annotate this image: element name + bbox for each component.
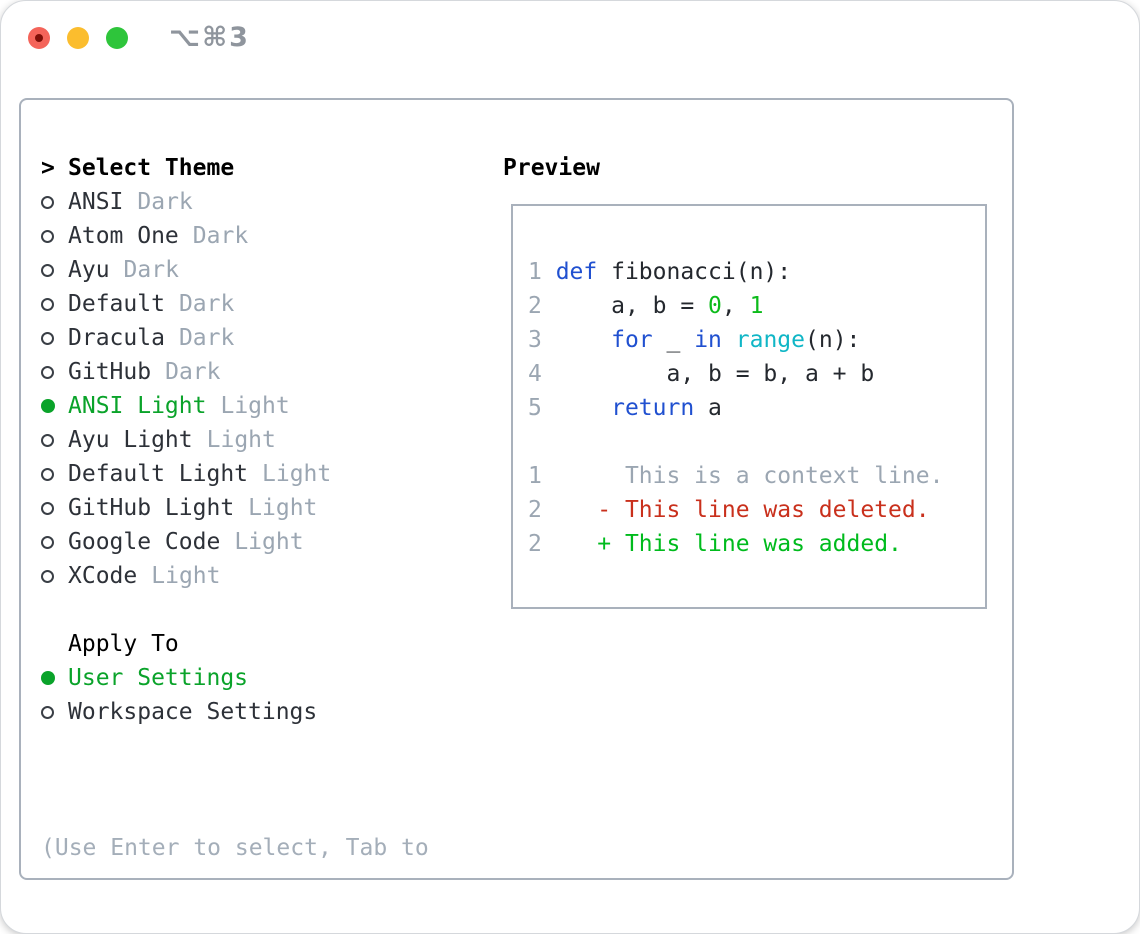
spacer: [41, 593, 429, 627]
option-variant-tag: Dark: [178, 291, 235, 317]
option-label: ANSI: [68, 189, 124, 215]
radio-icon: [41, 559, 68, 593]
apply-option[interactable]: Workspace Settings: [41, 695, 429, 729]
theme-option[interactable]: ANSI Dark: [41, 185, 429, 219]
option-label: Ayu Light: [68, 427, 193, 453]
option-label: ANSI Light: [68, 393, 207, 419]
traffic-lights: [28, 27, 128, 49]
radio-icon: [41, 491, 68, 525]
title-bar: ⌥⌘3: [1, 1, 1139, 75]
apply-to-title: Apply To: [68, 631, 179, 657]
option-label: Workspace Settings: [68, 699, 318, 725]
radio-icon: [41, 321, 68, 355]
option-variant-tag: Light: [220, 393, 290, 419]
empty-marker: [41, 627, 68, 661]
theme-option[interactable]: GitHub Light Light: [41, 491, 429, 525]
code-line: 2 - This line was deleted.: [528, 497, 930, 523]
radio-icon: [41, 287, 68, 321]
radio-icon: [41, 185, 68, 219]
option-label: Atom One: [68, 223, 179, 249]
window-title: ⌥⌘3: [169, 22, 250, 53]
code-line: 5 return a: [528, 395, 722, 421]
theme-option[interactable]: Ayu Light Light: [41, 423, 429, 457]
option-label: Dracula: [68, 325, 165, 351]
code-line: 4 a, b = b, a + b: [528, 361, 875, 387]
option-label: XCode: [68, 563, 138, 589]
option-variant-tag: Dark: [123, 257, 179, 283]
code-line: 2 a, b = 0, 1: [528, 293, 764, 319]
apply-to-header: Apply To: [41, 627, 429, 661]
option-variant-tag: Light: [262, 461, 332, 487]
option-label: GitHub Light: [68, 495, 235, 521]
radio-icon: [41, 355, 68, 389]
theme-option[interactable]: Atom One Dark: [41, 219, 429, 253]
option-variant-tag: Light: [248, 495, 318, 521]
code-line: 1 def fibonacci(n):: [528, 259, 792, 285]
minimize-button[interactable]: [67, 27, 89, 49]
option-variant-tag: Dark: [192, 223, 249, 249]
option-variant-tag: Dark: [137, 189, 193, 215]
theme-option[interactable]: Ayu Dark: [41, 253, 429, 287]
preview-box: 1 def fibonacci(n): 2 a, b = 0, 1 3 for _ …: [511, 204, 987, 609]
option-label: GitHub: [68, 359, 152, 385]
option-label: Default: [68, 291, 165, 317]
select-theme-title: Select Theme: [68, 155, 235, 181]
code-line: [528, 425, 943, 459]
focus-caret-icon: >: [41, 155, 55, 181]
radio-icon: [41, 253, 68, 287]
theme-option[interactable]: XCode Light: [41, 559, 429, 593]
select-theme-header: > Select Theme: [41, 151, 429, 185]
option-variant-tag: Dark: [165, 359, 221, 385]
radio-selected-icon: [41, 661, 68, 695]
code-line: 1 This is a context line.: [528, 463, 944, 489]
option-label: Google Code: [68, 529, 221, 555]
zoom-button[interactable]: [106, 27, 128, 49]
preview-title: Preview: [503, 155, 600, 181]
help-line: (Use Enter to select, Tab to: [41, 835, 429, 861]
apply-option[interactable]: User Settings: [41, 661, 429, 695]
radio-icon: [41, 457, 68, 491]
radio-icon: [41, 423, 68, 457]
theme-option[interactable]: GitHub Dark: [41, 355, 429, 389]
close-button[interactable]: [28, 27, 50, 49]
theme-option[interactable]: ANSI Light Light: [41, 389, 429, 423]
radio-icon: [41, 525, 68, 559]
theme-option[interactable]: Google Code Light: [41, 525, 429, 559]
option-variant-tag: Light: [234, 529, 304, 555]
option-variant-tag: Light: [206, 427, 276, 453]
option-label: User Settings: [68, 665, 249, 691]
code-preview: 1 def fibonacci(n): 2 a, b = 0, 1 3 for _ …: [528, 255, 943, 561]
radio-selected-icon: [41, 389, 68, 423]
code-line: 2 + This line was added.: [528, 531, 902, 557]
code-line: 3 for _ in range(n):: [528, 327, 861, 353]
radio-icon: [41, 219, 68, 253]
spacer: [41, 729, 429, 763]
help-text: (Use Enter to select, Tab to change focu…: [41, 763, 429, 933]
option-variant-tag: Dark: [178, 325, 235, 351]
theme-option[interactable]: Default Dark: [41, 287, 429, 321]
radio-icon: [41, 695, 68, 729]
theme-option[interactable]: Default Light Light: [41, 457, 429, 491]
option-label: Default Light: [68, 461, 249, 487]
option-label: Ayu: [68, 257, 110, 283]
theme-option[interactable]: Dracula Dark: [41, 321, 429, 355]
option-variant-tag: Light: [151, 563, 221, 589]
